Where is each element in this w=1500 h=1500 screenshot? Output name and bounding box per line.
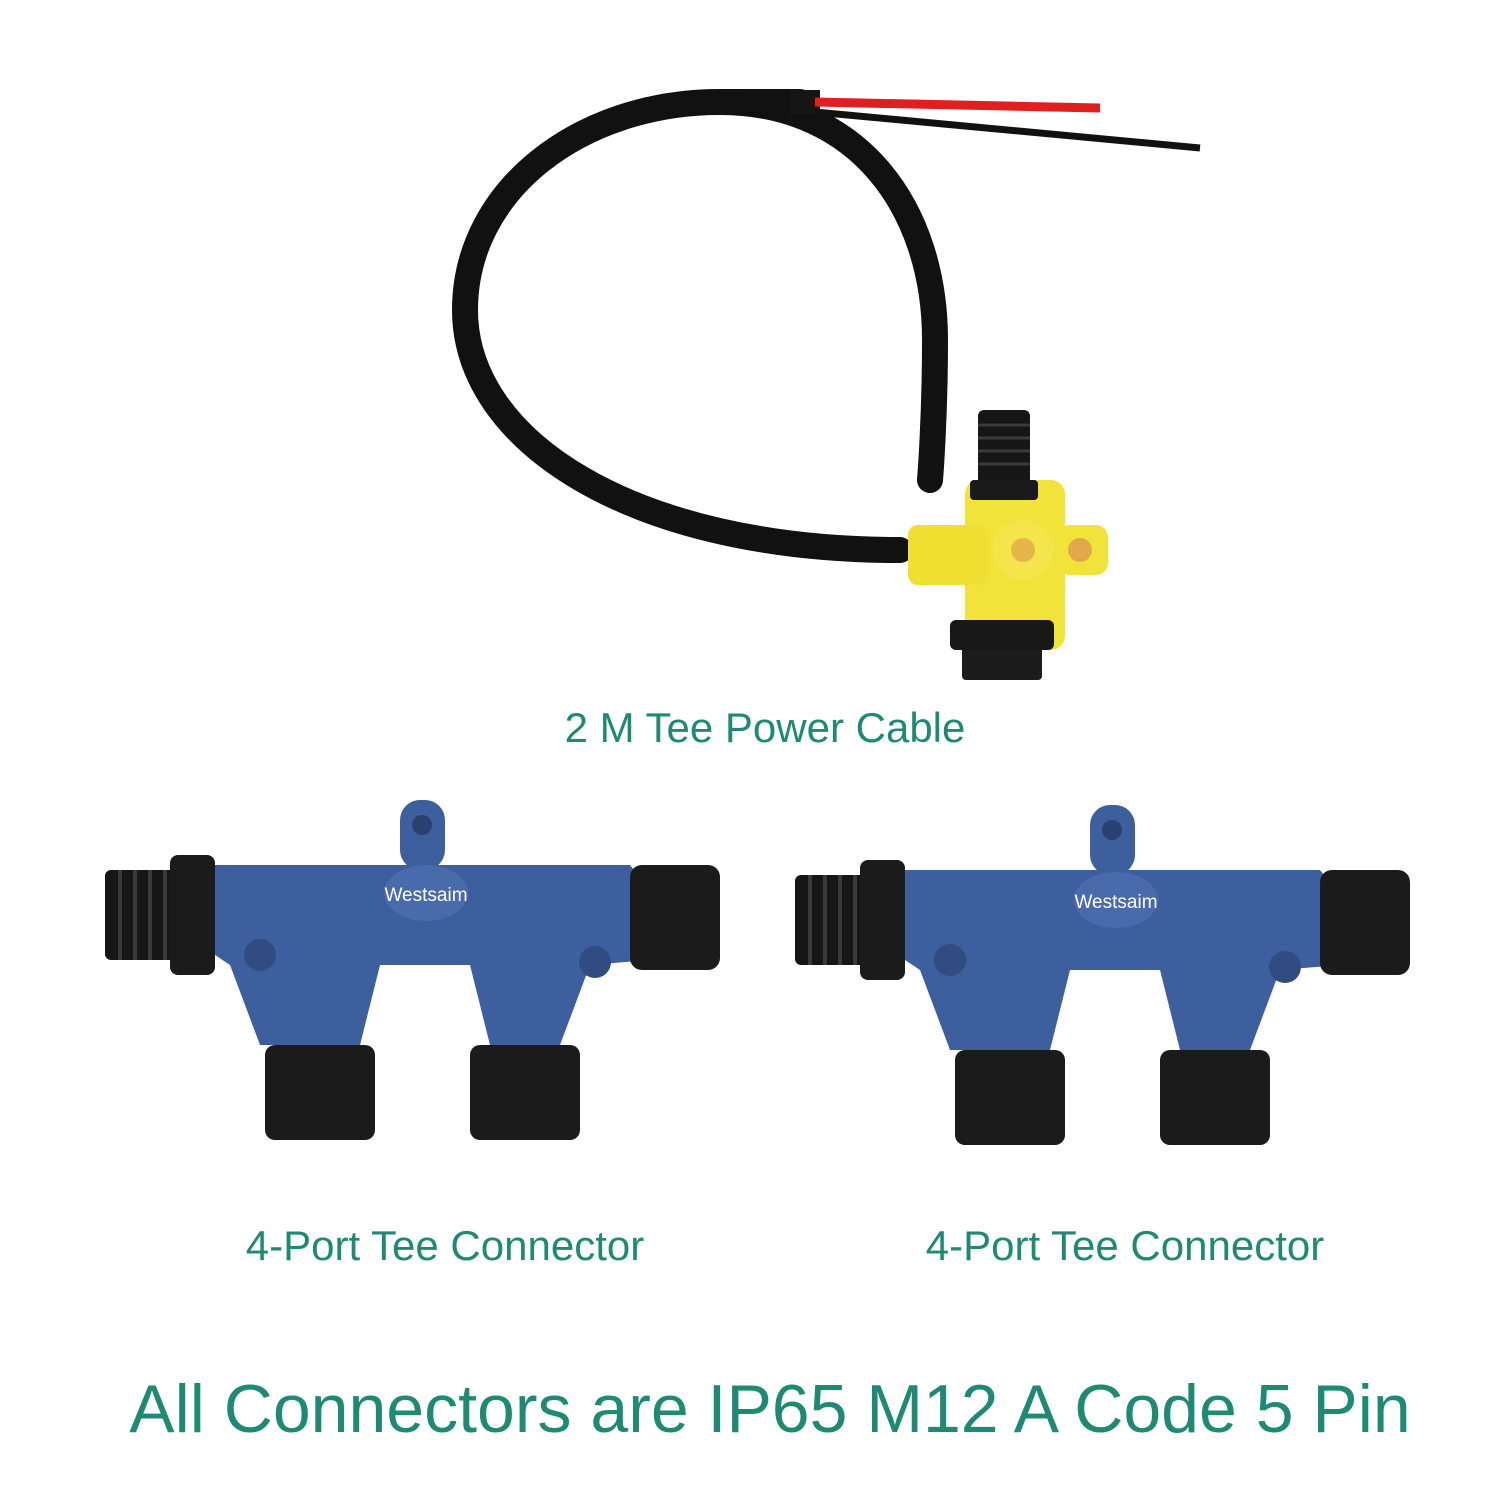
tee-power-cable-image [430, 80, 1230, 700]
four-port-tee-connector-right-image: Westsaim [780, 795, 1440, 1195]
four-port-tee-caption-right: 4-Port Tee Connector [925, 1222, 1325, 1269]
specification-banner: All Connectors are IP65 M12 A Code 5 Pin [129, 1371, 1411, 1447]
brand-label: Westsaim [384, 885, 467, 906]
tee-power-cable-caption: 2 M Tee Power Cable [564, 704, 966, 751]
four-port-tee-connector-left-image: Westsaim [90, 790, 750, 1190]
four-port-tee-caption-left: 4-Port Tee Connector [245, 1222, 645, 1269]
brand-label: Westsaim [1074, 892, 1157, 913]
